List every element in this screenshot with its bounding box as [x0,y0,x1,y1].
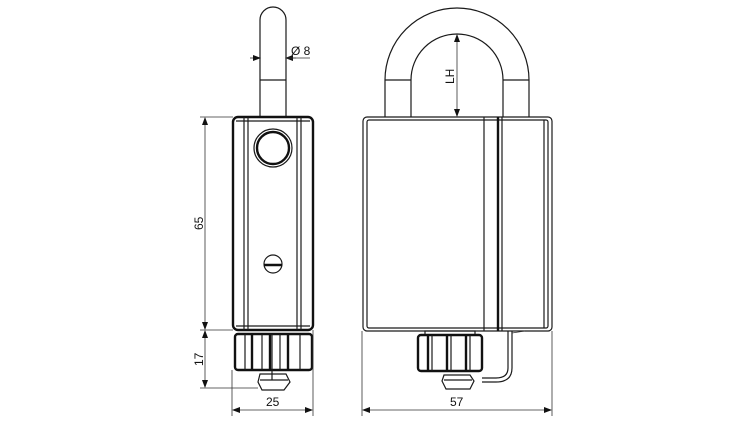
cylinder-height-label: 17 [192,352,206,366]
shackle-height-label: LH [443,69,457,84]
side-screw [263,254,283,274]
side-width-dimension [231,330,314,416]
body-height-label: 65 [192,216,206,230]
side-circle [253,128,293,168]
front-cylinder [416,330,526,390]
front-width-label: 57 [450,395,464,409]
side-shackle [259,6,287,116]
front-view: LH [361,7,553,416]
front-width-dimension [361,331,553,416]
cylinder-height-dimension [200,330,258,389]
side-body [231,115,315,332]
front-body [362,116,553,332]
diameter-label: Ø 8 [291,44,311,58]
side-view: Ø 8 [192,6,315,416]
side-cylinder [233,332,314,391]
side-width-label: 25 [266,395,280,409]
